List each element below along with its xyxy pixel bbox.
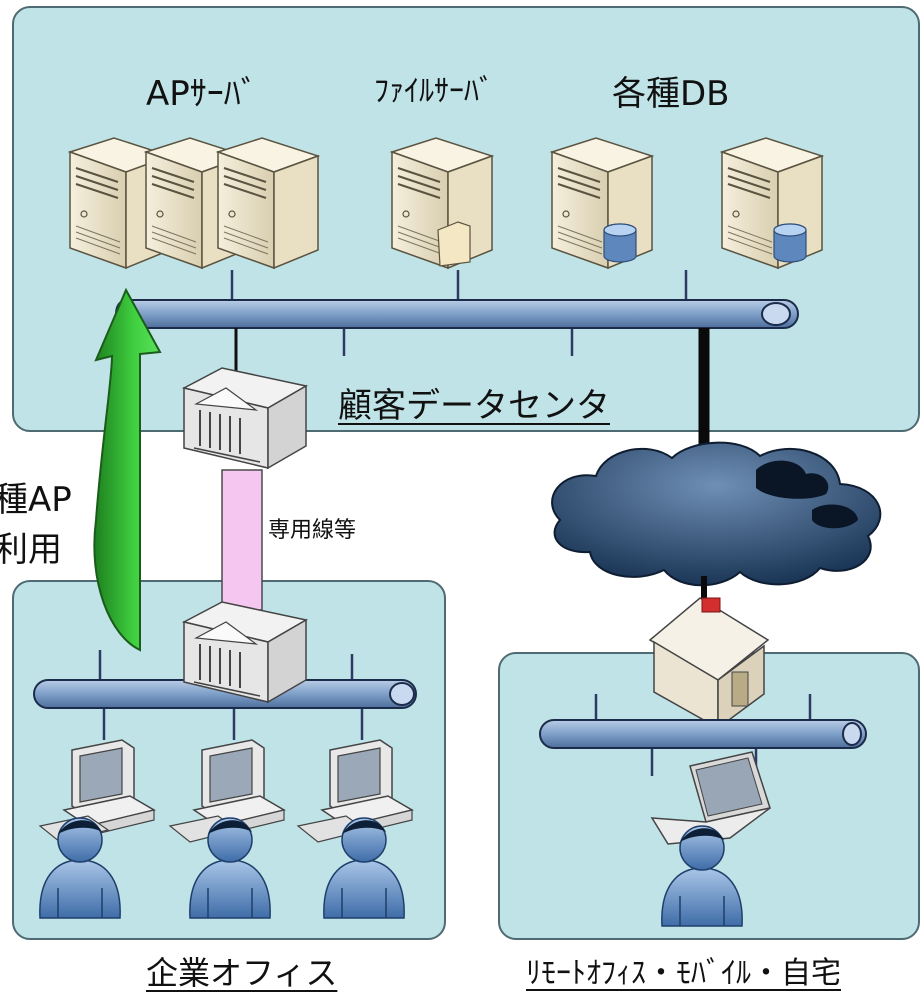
db-label: 各種DB: [612, 74, 730, 114]
leased-line: [221, 469, 263, 611]
office-lan-bus: [33, 679, 417, 709]
leased-line-label: 専用線等: [268, 518, 357, 543]
office-title: 企業オフィス: [146, 954, 338, 992]
internet-cloud: [551, 441, 882, 587]
remote-lan-bus: [539, 719, 867, 749]
office-router: [183, 601, 307, 703]
datacenter-router: [183, 367, 307, 469]
ap-server-label: APｻｰﾊﾞ: [146, 74, 258, 114]
remote-title: ﾘﾓｰﾄｵﾌｨｽ・ﾓﾊﾞｲﾙ・自宅: [526, 956, 841, 991]
db-server-2: [721, 137, 823, 269]
db-server-1: [551, 137, 653, 269]
home-house: [648, 597, 770, 730]
datacenter-lan-bus: [115, 299, 799, 329]
ap-usage-label-line2: 利用: [0, 530, 62, 570]
ap-usage-label-line1: 種AP: [0, 480, 72, 520]
ap-usage-arrow: [93, 287, 162, 652]
datacenter-title: 顧客データセンタ: [338, 386, 610, 426]
file-server-label: ﾌｧｲﾙｻｰﾊﾞ: [374, 74, 494, 109]
file-server: [391, 137, 493, 269]
ap-server-3: [217, 137, 319, 269]
laptop: [650, 751, 771, 845]
